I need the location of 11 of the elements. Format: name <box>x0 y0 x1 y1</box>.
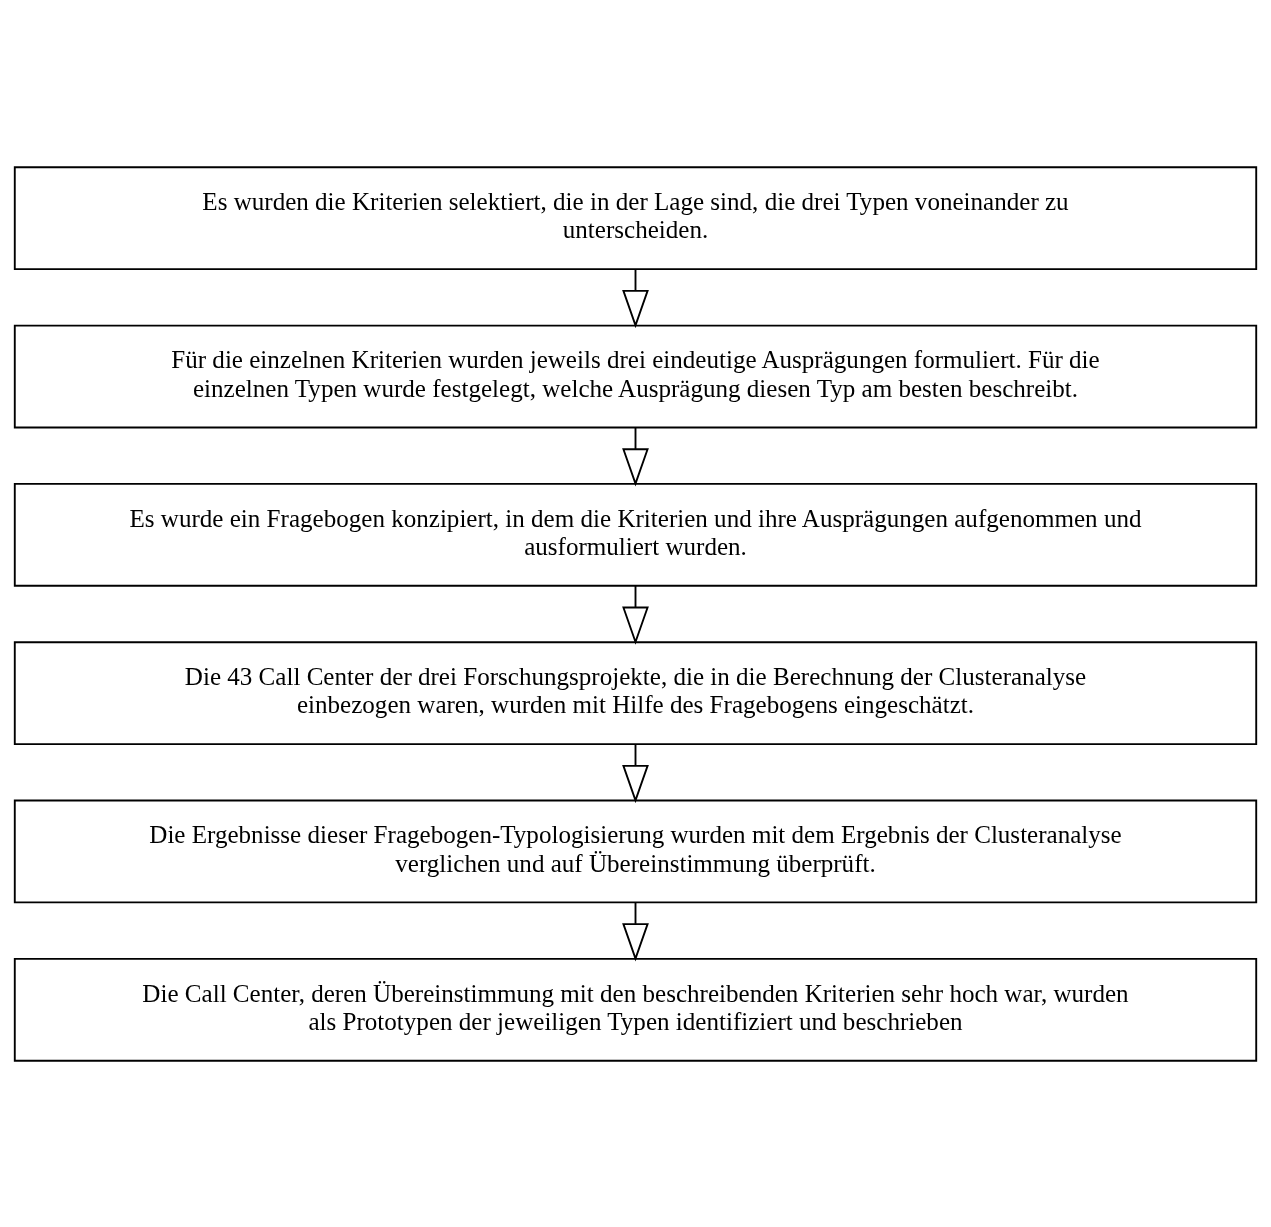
node-box: Es wurde ein Fragebogen konzipiert, in dem die Kriterien und ihre Ausprägungen aufgenommen und ausformuliert wurden. <box>13 482 1258 587</box>
arrow <box>622 426 649 487</box>
arrow <box>622 901 649 961</box>
node-box: Für die einzelnen Kriterien wurden jeweils drei eindeutige Ausprägungen formuliert. Für die einzelnen Typen wurde festgelegt, welche Ausprägung diesen Typ am besten beschreibt. <box>13 324 1258 428</box>
node-box: Die Call Center, deren Übereinstimmung mit den beschreibenden Kriterien sehr hoch war, wurden als Prototypen der jeweiligen Typen identifiziert und beschrieben <box>13 957 1258 1062</box>
node-box: Die Ergebnisse dieser Fragebogen-Typologisierung wurden mit dem Ergebnis der Clusteranalyse verglichen und auf Übereinstimmung überprüft. <box>13 799 1258 903</box>
node-box: Es wurden die Kriterien selektiert, die in der Lage sind, die drei Typen voneinander zu unterscheiden. <box>13 165 1258 270</box>
arrow <box>622 267 649 328</box>
node-box: Die 43 Call Center der drei Forschungsprojekte, die in die Berechnung der Clusteranalyse einbezogen waren, wurden mit Hilfe des Fragebogens eingeschätzt. <box>13 640 1258 745</box>
arrow <box>622 742 649 803</box>
arrow <box>622 584 649 645</box>
